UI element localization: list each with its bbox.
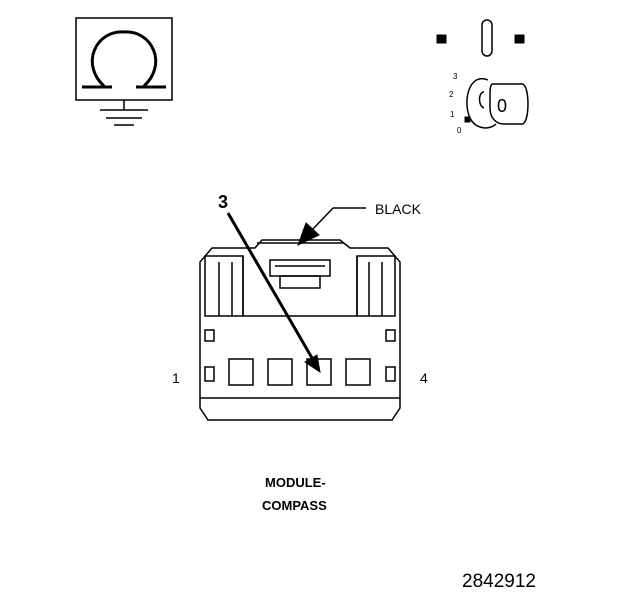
pin-callout-number: 3 <box>218 192 229 212</box>
pin-callout-arrow <box>226 212 321 374</box>
key-position-3: 3 <box>453 72 458 81</box>
key-position-2: 2 <box>449 90 454 99</box>
pin-cavities <box>228 358 371 386</box>
connector-body <box>199 239 401 421</box>
figure-id: 2842912 <box>462 571 536 592</box>
pin-number-left: 1 <box>172 370 180 386</box>
key-position-1: 1 <box>450 110 455 119</box>
connector-name-line2: COMPASS <box>262 498 327 513</box>
color-arrow <box>297 207 366 246</box>
pin-cavity <box>228 358 254 386</box>
pin-cavity <box>345 358 371 386</box>
pin-cavity <box>306 358 332 386</box>
ignition-key-icon <box>436 19 529 129</box>
ohm-ground-icon <box>75 17 173 126</box>
pin-cavity <box>267 358 293 386</box>
key-label: 0 <box>497 96 508 116</box>
key-position-0: 0 <box>457 126 462 135</box>
color-label: BLACK <box>375 201 421 217</box>
connector-name-line1: MODULE- <box>265 475 326 490</box>
pin-number-right: 4 <box>420 370 428 386</box>
